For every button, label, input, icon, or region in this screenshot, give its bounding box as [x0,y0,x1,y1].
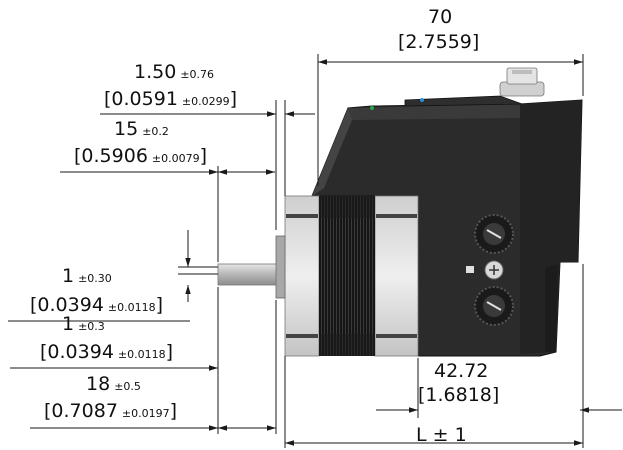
dim-flange-gap-tol: ±0.76 [180,68,215,81]
dim-shaft-flat-b: 1±0.3 [62,315,105,334]
dim-70-value: 70 [428,6,453,28]
dim-pilot-depth-value: 15 [114,118,139,140]
dim-shaft-flat-b-value: 1 [62,313,75,335]
stepper-motor [284,195,419,357]
dim-shaft-flat-b-tol: ±0.3 [78,320,105,333]
dimension-lines [8,54,622,448]
dim-flange-gap-value: 1.50 [134,61,177,83]
dim-shaft-flat-a-inch: [0.0394±0.0118] [30,294,164,316]
dim-flange-gap: 1.50±0.76 [134,63,214,82]
rotary-switch-upper [474,214,514,254]
dim-pilot-depth: 15±0.2 [114,120,169,139]
dim-shaft-length: 18±0.5 [86,375,141,394]
rotary-switch-lower [474,286,514,326]
dim-pilot-depth-inch-value: 0.5906 [81,145,148,167]
dim-shaft-flat-b-inch: [0.0394±0.0118] [40,341,174,363]
dim-pilot-depth-inch-tol: ±0.0079 [151,152,200,165]
dim-shaft-flat-a-inch-tol: ±0.0118 [107,301,156,314]
dim-pilot-depth-inch: [0.5906±0.0079] [74,145,208,167]
dim-shaft-flat-b-inch-value: 0.0394 [47,341,114,363]
dim-flange-gap-inch-value: 0.0591 [111,88,178,110]
dim-shaft-length-inch: [0.7087±0.0197] [44,400,178,422]
dim-shaft-flat-b-inch-tol: ±0.0118 [117,348,166,361]
dim-flange-gap-inch-tol: ±0.0299 [181,95,230,108]
dim-shaft-flat-a-value: 1 [62,265,75,287]
drive-housing [311,95,583,357]
dim-drive-depth-value: 42.72 [434,360,489,382]
dim-flange-gap-inch: [0.0591±0.0299] [104,88,238,110]
dim-motor-length: L ± 1 [416,424,467,446]
motor-shaft [217,235,286,299]
dim-drive-depth-inch: [1.6818] [418,384,500,406]
dim-shaft-flat-a-inch-value: 0.0394 [37,294,104,316]
top-connector [499,67,545,97]
dim-shaft-length-inch-value: 0.7087 [51,400,118,422]
dim-shaft-length-inch-tol: ±0.0197 [121,407,170,420]
dim-shaft-flat-a-tol: ±0.30 [78,272,112,285]
dim-70-inch: [2.7559] [398,31,480,53]
dim-shaft-length-value: 18 [86,373,111,395]
dim-pilot-depth-tol: ±0.2 [142,125,169,138]
dim-shaft-flat-a: 1±0.30 [62,267,112,286]
setting-screw [466,260,504,280]
dim-shaft-length-tol: ±0.5 [114,380,141,393]
